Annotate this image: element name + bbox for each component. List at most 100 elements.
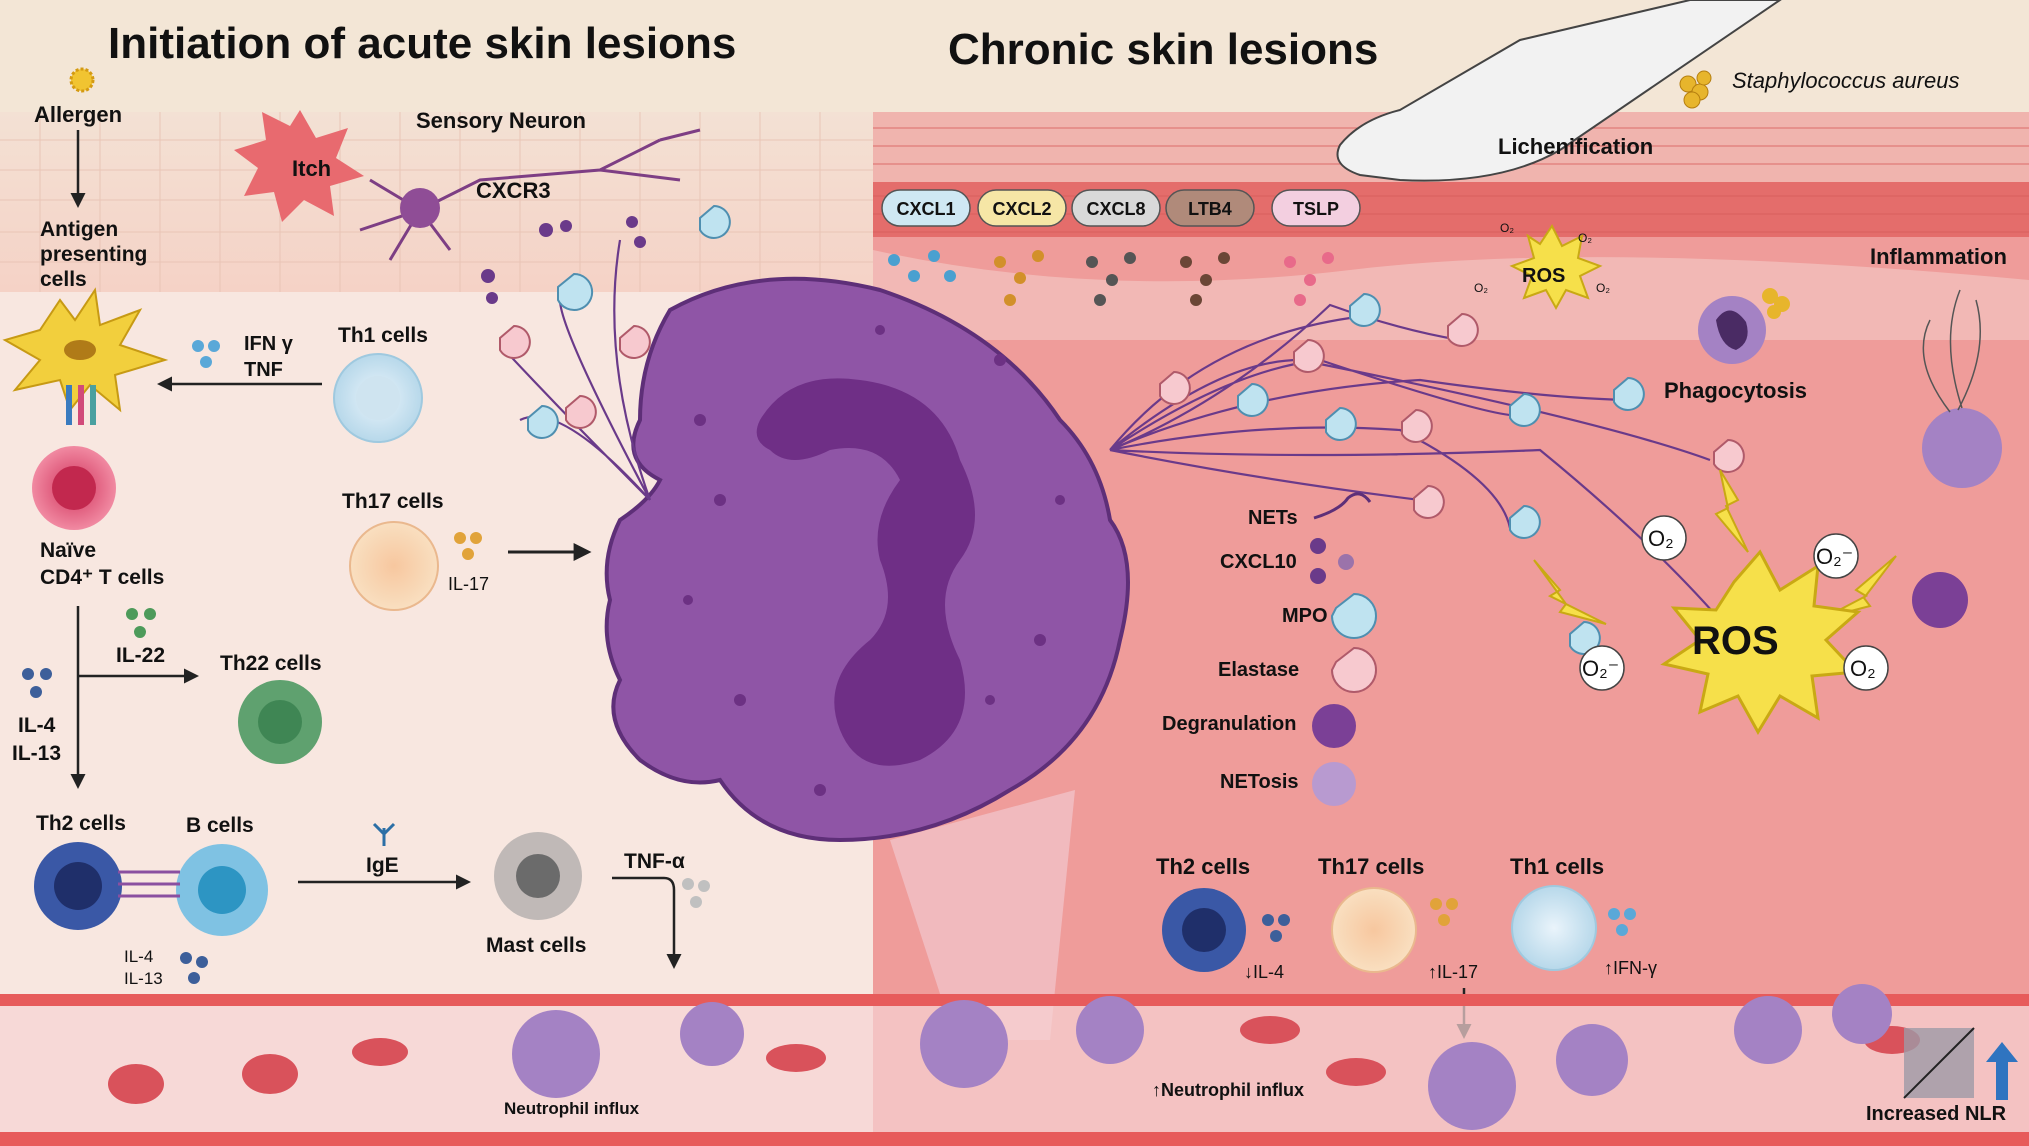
o2-minus-bubble-1: O₂⁻ [1816,544,1853,569]
elastase-icons-left [499,324,651,429]
il13-small-label: IL-13 [124,969,163,988]
naive-label-2: CD4⁺ T cells [40,566,164,589]
o2-small-4: O₂ [1596,281,1610,295]
il4-label: IL-4 [18,714,56,737]
title-chronic: Chronic skin lesions [948,25,1378,74]
title-acute: Initiation of acute skin lesions [108,19,736,68]
ifn-dots [192,340,220,368]
chemokine-pill-tslp [1271,189,1361,227]
il22-dots [126,608,156,638]
ifn-gamma-label: IFN γ [244,333,294,355]
vessel-lumen [0,1006,2029,1132]
legend-label-cxcl10: CXCL10 [1220,551,1297,573]
vessel-wall-bottom [0,1132,2029,1146]
cxcl10-icon [1310,538,1354,584]
legend: NETs CXCL10 MPO Elastase Degranulation N… [1162,492,1377,806]
chemokine-dots [888,250,1334,306]
neuron-icon [359,128,701,261]
th17-label-left: Th17 cells [342,490,444,513]
chemokine-pill-cxcl2 [977,189,1067,227]
th17-label-right: Th17 cells [1318,854,1424,879]
staph-label: Staphylococcus aureus [1732,68,1959,93]
o2-small-2: O₂ [1578,231,1592,245]
th22-label: Th22 cells [220,652,322,675]
th2-label-right: Th2 cells [1156,854,1250,879]
lichenification-label: Lichenification [1498,134,1653,159]
il4-small-dots [180,952,208,984]
itch-label: Itch [292,156,331,181]
chemokine-label-cxcl2: CXCL2 [992,199,1051,219]
allergen-icon [69,67,95,93]
legend-label-netosis: NETosis [1220,771,1299,793]
chemokine-pill-cxcl1 [881,189,971,227]
neutrophils-in-vessel [512,984,1892,1130]
naive-cd4-nucleus [52,466,96,510]
il13-label: IL-13 [12,742,61,765]
il17-up-label: ↑IL-17 [1428,962,1478,982]
neutrophil-nucleus [756,378,975,766]
apc-label-2: presenting [40,243,147,266]
th1-nucleus-left [356,376,400,420]
ige-label: IgE [366,854,399,877]
neutrophil-influx-label: Neutrophil influx [504,1099,640,1118]
th17-cell-right [1331,887,1417,973]
chemokine-label-ltb4: LTB4 [1188,199,1232,219]
th1-label-left: Th1 cells [338,324,428,347]
il4-small-label: IL-4 [124,947,153,966]
il22-label: IL-22 [116,644,165,667]
cxcl10-dots-left [481,216,646,304]
nets-icon [1313,492,1372,520]
allergen-label: Allergen [34,102,122,127]
tcr-mhc-icon [66,385,96,425]
tnf-alpha-label: TNF-α [624,850,685,873]
itch-burst-icon [234,110,364,222]
nlr-slash [1903,1027,1975,1099]
th1-label-right: Th1 cells [1510,854,1604,879]
mpo-icons-right [1237,292,1645,655]
il17-dots-right [1430,898,1458,926]
inflammation-cell [1922,408,2002,488]
tnf-label: TNF [244,359,283,381]
tnf-alpha-dots [682,878,710,908]
chemokine-pill-ltb4 [1165,189,1255,227]
mpo-icon [1330,592,1377,639]
th22-nucleus [258,700,302,744]
ifn-up-label: ↑IFN-γ [1604,958,1657,978]
mast-cells-label: Mast cells [486,934,586,957]
ige-antibody-icon [372,822,396,846]
legend-label-degranulation: Degranulation [1162,713,1296,735]
neutrophil-granules [683,325,1065,796]
mpo-icons-left [527,204,731,439]
cxcr3-label: CXCR3 [476,178,551,203]
il17-label-left: IL-17 [448,574,489,594]
sensory-neuron-label: Sensory Neuron [416,108,586,133]
il4-dots-right [1262,914,1290,942]
apc-label-3: cells [40,268,87,291]
o2-small-3: O₂ [1474,281,1488,295]
chemokine-pill-cxcl8 [1071,189,1161,227]
neutrophil-influx-up-label: ↑Neutrophil influx [1152,1080,1304,1100]
th2-nucleus-left [54,862,102,910]
ros-small-label: ROS [1522,265,1565,287]
il17-dots-left [454,532,482,560]
up-arrow-icon [1986,1042,2018,1100]
o2-bubbles [1579,515,1889,691]
phagocyte-nucleus [1716,310,1748,350]
chemokine-label-cxcl8: CXCL8 [1086,199,1145,219]
phagocytosis-label: Phagocytosis [1664,378,1807,403]
degranulating-cell-right [1912,572,1968,628]
b-cells-label: B cells [186,814,254,837]
ros-big-burst [1660,549,1862,735]
th17-cell-left [349,521,439,611]
ros-big-label: ROS [1692,619,1779,663]
mast-cell-nucleus [516,854,560,898]
legend-label-nets: NETs [1248,507,1298,529]
th2-nucleus-right [1182,908,1226,952]
netosis-icon [1312,762,1356,806]
finger-shape [1336,0,1782,182]
o2-minus-bubble-2: O₂⁻ [1582,656,1619,681]
increased-nlr-label: Increased NLR [1866,1103,2007,1125]
neuron-soma [400,188,440,228]
synapse-icon [118,870,180,898]
